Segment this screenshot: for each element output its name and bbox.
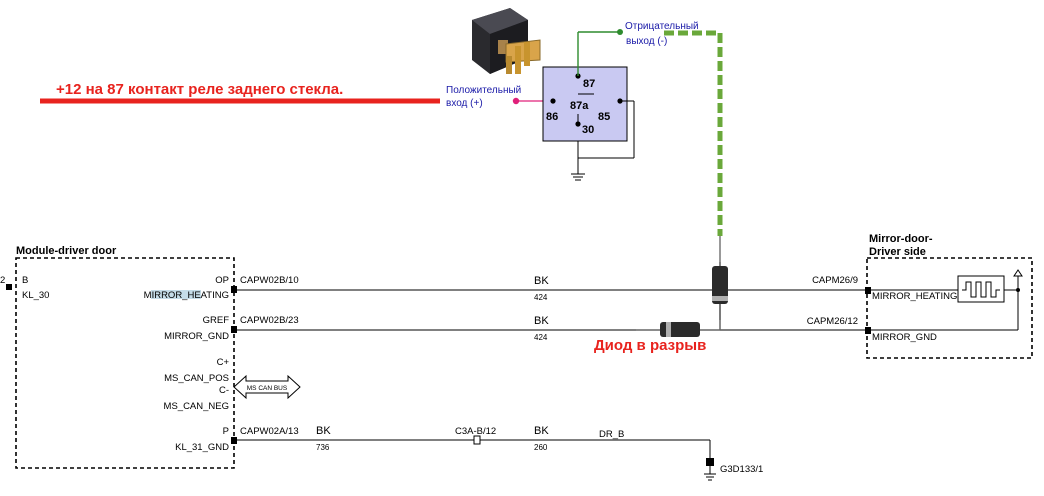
negative-output-label-1: Отрицательный xyxy=(625,21,699,32)
negative-output-dot xyxy=(617,29,623,35)
module-kl31-gnd-label: KL_31_GND xyxy=(175,442,229,453)
module-ms-can-neg-label: MS_CAN_NEG xyxy=(164,401,229,412)
positive-input-label-2: вход (+) xyxy=(446,98,483,109)
ground-label: G3D133/1 xyxy=(720,464,763,475)
wire2-from-label: CAPW02B/23 xyxy=(240,315,299,326)
diode-annotation: Диод в разрыв xyxy=(594,337,706,354)
relay-photo-icon xyxy=(472,8,541,74)
module-b-label: B xyxy=(22,275,28,286)
wire3-dest-label: DR_B xyxy=(599,429,624,440)
module-p-label: P xyxy=(223,426,229,437)
mirror-door-box xyxy=(866,257,1033,359)
module-kl30-label: KL_30 xyxy=(22,290,49,301)
wire1-color-label: BK xyxy=(534,275,549,287)
relay-body xyxy=(542,66,628,142)
wire2-color-label: BK xyxy=(534,315,549,327)
wire2-num-label: 424 xyxy=(534,333,548,342)
module-driver-door-box xyxy=(15,257,235,469)
module-ms-can-pos-label: MS_CAN_POS xyxy=(164,373,229,384)
module-c-plus-label: C+ xyxy=(217,357,230,368)
wire1-from-label: CAPW02B/10 xyxy=(240,275,299,286)
plus12-annotation: +12 на 87 контакт реле заднего стекла. xyxy=(56,81,343,98)
module-c-minus-label: C- xyxy=(219,385,229,396)
wire3-color-label: BK xyxy=(316,425,331,437)
relay-pin-87a: 87a xyxy=(570,100,589,112)
wire3b-color-label: BK xyxy=(534,425,549,437)
mirror-door-title-2: Driver side xyxy=(869,246,926,258)
wire1-num-label: 424 xyxy=(534,293,548,302)
negative-output-label-2: выход (-) xyxy=(626,36,667,47)
green-dashed-wire xyxy=(664,30,723,236)
mirror-gnd-label: MIRROR_GND xyxy=(872,332,937,343)
positive-input-label-1: Положительный xyxy=(446,85,521,96)
relay-pin-86: 86 xyxy=(546,111,558,123)
module-mirror-gnd-label: MIRROR_GND xyxy=(164,331,229,342)
relay-pin-30: 30 xyxy=(582,124,594,136)
can-bus-label: MS CAN BUS xyxy=(247,385,288,392)
mirror-door-title-1: Mirror-door- xyxy=(869,233,933,245)
wire1-to-label: CAPM26/9 xyxy=(812,275,858,286)
module-mirror-heating-label: MIRROR_HEATING xyxy=(144,290,229,301)
can-bus-arrow-icon xyxy=(233,374,301,400)
module-op-label: OP xyxy=(215,275,229,286)
wire3-num-label: 736 xyxy=(316,443,330,452)
positive-input-dot xyxy=(512,97,520,105)
module-gref-label: GREF xyxy=(203,315,230,326)
module-driver-door-title: Module-driver door xyxy=(16,245,117,257)
wire2-to-label: CAPM26/12 xyxy=(807,316,858,327)
wire3-connector-label: C3A-B/12 xyxy=(455,426,496,437)
horizontal-diode xyxy=(636,322,720,337)
relay-pin-87: 87 xyxy=(583,78,595,90)
relay-schematic: 87 87a 86 85 30 xyxy=(542,66,635,181)
wire3b-num-label: 260 xyxy=(534,443,548,452)
relay-pin-85: 85 xyxy=(598,111,610,123)
vertical-diode xyxy=(712,262,728,330)
module-left-pin: 2 xyxy=(0,275,5,286)
wire3-from-label: CAPW02A/13 xyxy=(240,426,299,437)
mirror-heating-label: MIRROR_HEATING xyxy=(872,291,957,302)
